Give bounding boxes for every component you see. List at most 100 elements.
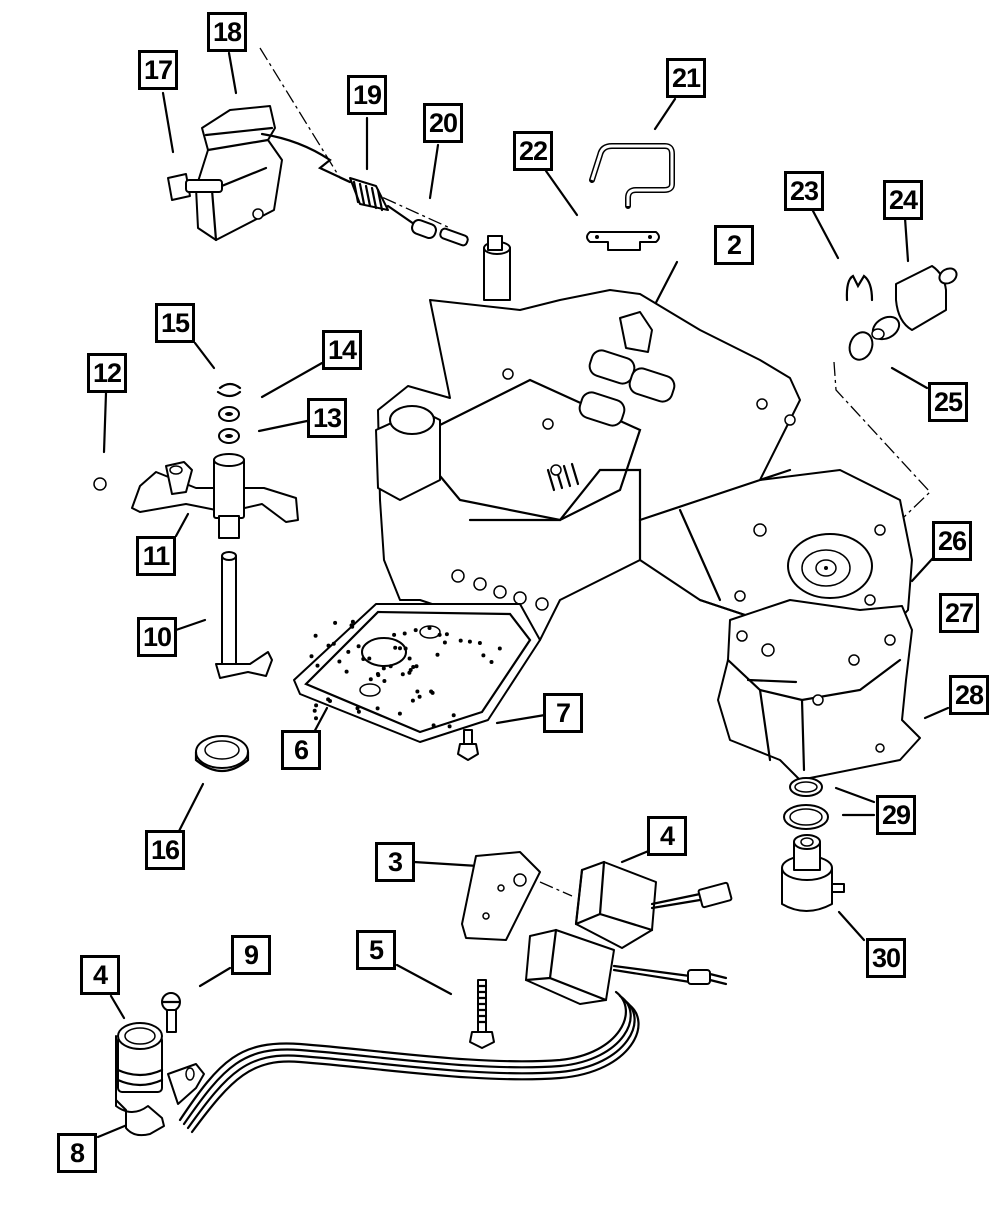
plate-hole: [435, 652, 440, 657]
tube-retainer-part: [586, 231, 660, 251]
plate-hole: [388, 664, 393, 669]
plate-hole: [349, 623, 354, 628]
callout-6[interactable]: 6: [281, 730, 321, 770]
plate-hole: [447, 724, 452, 729]
callout-19[interactable]: 19: [347, 75, 387, 115]
plate-hole: [444, 632, 449, 637]
callout-29[interactable]: 29: [876, 795, 916, 835]
plate-hole: [333, 620, 338, 625]
callout-13[interactable]: 13: [307, 398, 347, 438]
callout-22[interactable]: 22: [513, 131, 553, 171]
leader-17: [161, 91, 175, 154]
callout-7[interactable]: 7: [543, 693, 583, 733]
callout-30[interactable]: 30: [866, 938, 906, 978]
callout-5[interactable]: 5: [356, 930, 396, 970]
leader-12: [102, 391, 108, 454]
callout-21[interactable]: 21: [666, 58, 706, 98]
leader-30: [837, 910, 866, 942]
plate-hole: [403, 646, 408, 651]
leader-20: [428, 143, 440, 200]
callout-23[interactable]: 23: [784, 171, 824, 211]
transfer-plate-stack: [717, 599, 921, 781]
leader-26: [910, 556, 935, 583]
manual-lever-assembly: [93, 382, 299, 679]
plate-hole: [309, 654, 314, 659]
valve-body-part: [375, 235, 913, 641]
plate-hole: [314, 716, 318, 721]
shaft-seal-part: [194, 735, 250, 773]
leader-18: [227, 51, 238, 95]
callout-10[interactable]: 10: [137, 617, 177, 657]
callout-26[interactable]: 26: [932, 521, 972, 561]
callout-9[interactable]: 9: [231, 935, 271, 975]
plate-hole: [442, 640, 447, 645]
callout-20[interactable]: 20: [423, 103, 463, 143]
callout-4-solenoid[interactable]: 4: [647, 816, 687, 856]
plate-hole: [337, 659, 342, 664]
plate-hole: [407, 656, 412, 661]
plate-hole: [312, 708, 317, 713]
plate-hole: [356, 644, 361, 649]
leader-3: [412, 860, 480, 868]
leader-15: [193, 341, 216, 370]
plate-hole: [451, 713, 456, 718]
plate-hole: [497, 646, 502, 651]
leader-5: [395, 963, 453, 996]
callout-27[interactable]: 27: [939, 593, 979, 633]
plate-hole: [393, 645, 398, 650]
callout-14[interactable]: 14: [322, 330, 362, 370]
callout-15[interactable]: 15: [155, 303, 195, 343]
plate-hole: [315, 663, 320, 668]
plate-hole: [367, 656, 372, 661]
leader-28: [923, 706, 950, 720]
plate-hole: [417, 694, 422, 699]
callout-24[interactable]: 24: [883, 180, 923, 220]
leader-25: [890, 366, 929, 390]
solenoid-assembly-part: [461, 851, 733, 1005]
plate-hole: [477, 641, 482, 645]
plate-hole: [414, 664, 419, 669]
plate-hole: [481, 653, 486, 658]
callout-2[interactable]: 2: [714, 225, 754, 265]
callout-4-connector[interactable]: 4: [80, 955, 120, 995]
callout-18[interactable]: 18: [207, 12, 247, 52]
leader-4a: [620, 848, 653, 864]
plate-hole: [368, 677, 373, 682]
callout-25[interactable]: 25: [928, 382, 968, 422]
solenoid-bolt-part: [469, 979, 495, 1049]
plate-hole: [489, 660, 494, 664]
sensor-parts: [845, 265, 958, 361]
callout-11[interactable]: 11: [136, 536, 176, 576]
callout-3[interactable]: 3: [375, 842, 415, 882]
plate-hole: [326, 697, 331, 702]
leader-4b: [109, 994, 126, 1020]
oil-tube-part: [589, 143, 675, 209]
plate-hole: [400, 672, 405, 677]
callout-16[interactable]: 16: [145, 830, 185, 870]
callout-12[interactable]: 12: [87, 353, 127, 393]
plate-hole: [313, 633, 318, 638]
plate-hole: [350, 619, 355, 624]
plate-hole: [392, 632, 397, 637]
plate-hole: [361, 657, 366, 661]
plate-hole: [356, 709, 361, 714]
plate-hole: [407, 670, 412, 675]
harness-connector-part: [115, 990, 640, 1137]
plate-hole: [355, 706, 360, 711]
plate-hole: [331, 641, 336, 646]
plate-hole: [382, 679, 387, 683]
plate-hole: [437, 632, 442, 637]
spring-and-valve-part: [349, 177, 469, 247]
callout-28[interactable]: 28: [949, 675, 989, 715]
governor-solenoid-parts: [781, 777, 845, 912]
plate-hole: [397, 711, 402, 716]
leader-29a: [834, 786, 876, 804]
plate-hole: [381, 666, 386, 671]
plate-hole: [402, 631, 407, 636]
callout-17[interactable]: 17: [138, 50, 178, 90]
leader-22: [544, 169, 579, 217]
plate-hole: [326, 643, 331, 648]
callout-8[interactable]: 8: [57, 1133, 97, 1173]
